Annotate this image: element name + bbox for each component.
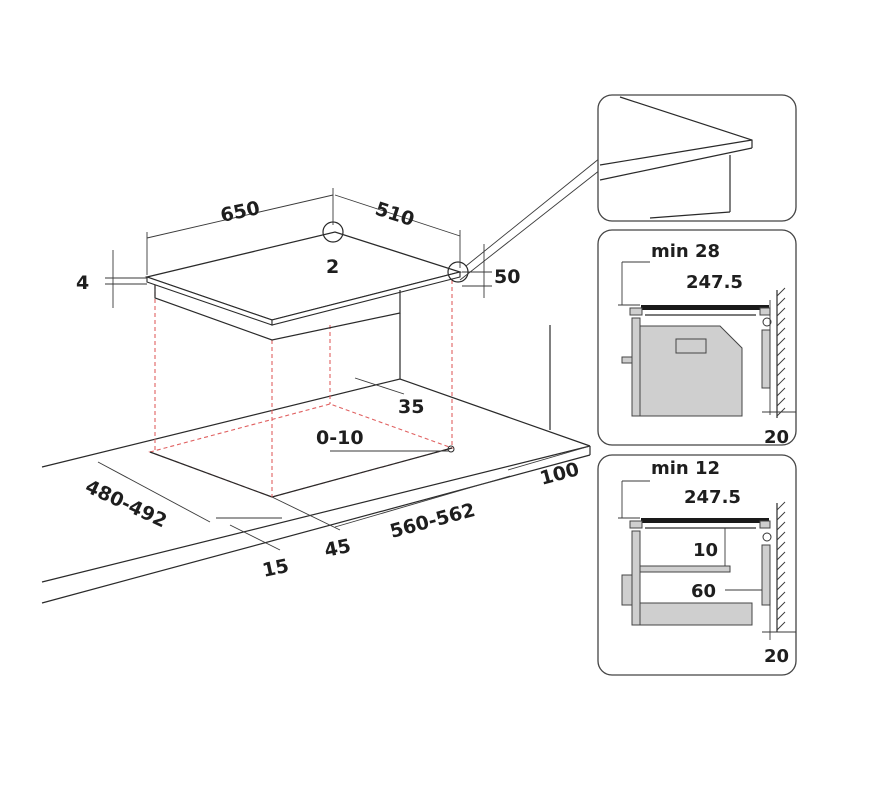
front-edge-label: 15: [260, 555, 290, 582]
drawer-gap-label: 60: [691, 581, 716, 602]
front-min-label: 45: [322, 535, 352, 562]
dimension-lines: [97, 188, 591, 551]
countertop: [41, 313, 591, 604]
oven-min-clearance-label: min 28: [651, 241, 720, 262]
oven-wall-gap-label: 20: [764, 427, 789, 448]
depth-label: 510: [372, 198, 417, 231]
cutout-outline: [148, 280, 454, 498]
edge-label: 2: [326, 256, 339, 278]
drawer-wall-gap-label: 20: [764, 646, 789, 667]
drawer-center-offset-label: 247.5: [684, 487, 741, 508]
cable-point: [447, 445, 455, 453]
drawer-section-panel: [597, 454, 797, 676]
width-label: 650: [218, 197, 261, 227]
edge-detail-panel: [597, 94, 797, 222]
cable-gap-label: 0-10: [316, 427, 364, 449]
cutout-back-gap-label: 35: [398, 396, 424, 418]
oven-center-offset-label: 247.5: [686, 272, 743, 293]
rear-clearance-label: 100: [538, 458, 582, 490]
glass-thickness-label: 4: [76, 272, 89, 294]
drawer-panel-gap-label: 10: [693, 540, 718, 561]
cutout-depth-label: 480-492: [82, 476, 170, 533]
hob-height-label: 50: [494, 266, 520, 288]
drawer-min-clearance-label: min 12: [651, 458, 720, 479]
oven-section-panel: [597, 229, 797, 446]
hob-glass: [144, 231, 463, 341]
